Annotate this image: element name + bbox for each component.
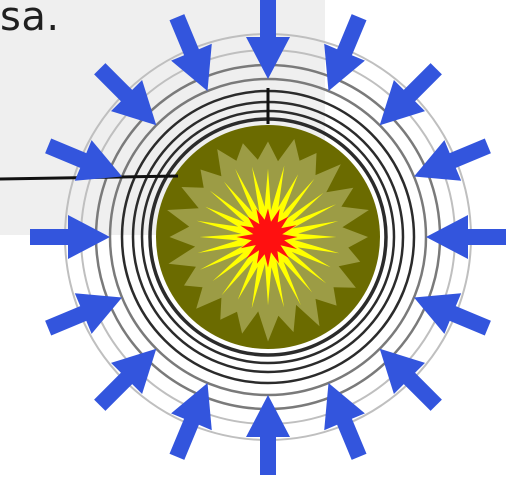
caption-text: sa. <box>0 0 60 40</box>
inward-arrow-icon <box>170 383 212 460</box>
inward-arrow-icon <box>45 293 122 335</box>
inward-arrow-icon <box>324 383 366 460</box>
inward-arrow-icon <box>246 395 290 475</box>
inward-arrow-icon <box>414 293 491 335</box>
inward-arrow-icon <box>324 14 366 91</box>
inward-arrow-icon <box>414 139 491 181</box>
inward-arrow-icon <box>426 215 506 259</box>
